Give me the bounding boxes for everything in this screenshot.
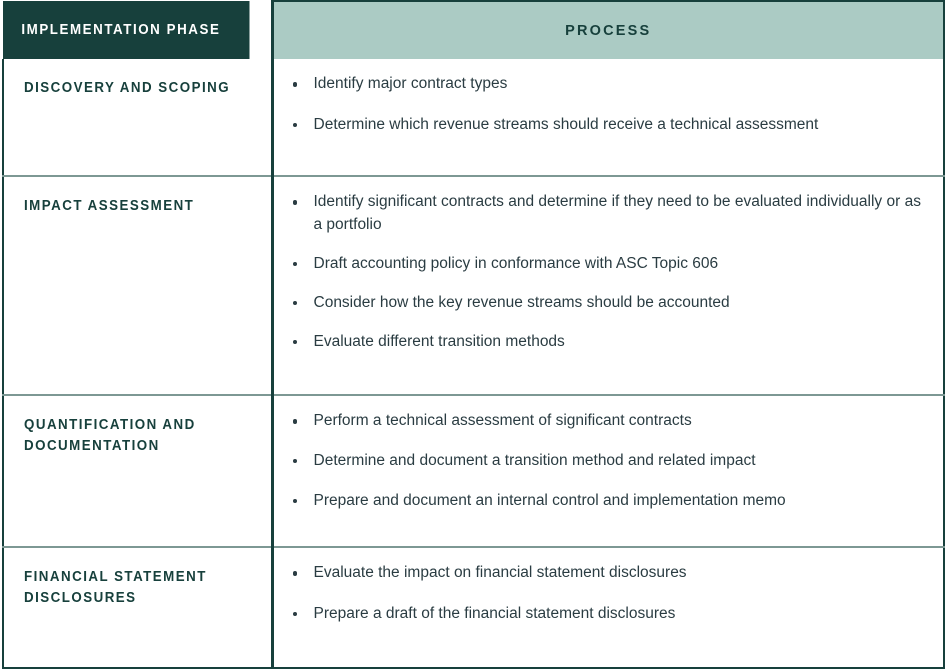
list-item-text: Prepare a draft of the financial stateme… [313, 604, 676, 622]
phase-label: DISCOVERY AND SCOPING [24, 80, 231, 96]
table-header-row: IMPLEMENTATION PHASE PROCESS [3, 0, 945, 59]
list-item: Draft accounting policy in conformance w… [288, 253, 926, 276]
phase-label: FINANCIAL STATEMENT DISCLOSURES [24, 569, 207, 607]
list-item-text: Determine and document a transition meth… [313, 451, 756, 469]
list-item: Determine which revenue streams should r… [288, 114, 926, 137]
table-row: QUANTIFICATION AND DOCUMENTATION Perform… [2, 395, 945, 548]
column-header-implementation-phase: IMPLEMENTATION PHASE [3, 1, 251, 59]
phase-label: QUANTIFICATION AND DOCUMENTATION [24, 417, 196, 455]
process-cell: Identify significant contracts and deter… [270, 176, 945, 396]
list-item: Consider how the key revenue streams sho… [288, 292, 926, 315]
process-bullet-list: Evaluate the impact on financial stateme… [288, 562, 926, 626]
list-item-text: Evaluate different transition methods [313, 332, 565, 350]
bullet-icon [292, 300, 297, 306]
list-item-text: Determine which revenue streams should r… [313, 115, 819, 133]
bullet-icon [292, 571, 297, 576]
process-cell: Perform a technical assessment of signif… [270, 395, 945, 548]
process-cell: Identify major contract types Determine … [270, 59, 945, 177]
bullet-icon [292, 611, 297, 617]
phase-cell: QUANTIFICATION AND DOCUMENTATION [2, 395, 272, 548]
table-header: IMPLEMENTATION PHASE PROCESS [3, 0, 945, 59]
bullet-icon [292, 458, 297, 464]
process-bullet-list: Perform a technical assessment of signif… [288, 410, 926, 513]
bullet-icon [292, 200, 297, 205]
list-item-text: Identify major contract types [313, 75, 508, 92]
list-item: Identify significant contracts and deter… [288, 191, 926, 237]
bullet-icon [292, 122, 297, 128]
phase-cell: IMPACT ASSESSMENT [2, 176, 272, 396]
process-cell: Evaluate the impact on financial stateme… [270, 547, 945, 669]
table-body: DISCOVERY AND SCOPING Identify major con… [2, 59, 945, 669]
list-item: Evaluate different transition methods [288, 331, 926, 354]
bullet-icon [292, 419, 297, 424]
phase-cell: FINANCIAL STATEMENT DISCLOSURES [2, 547, 272, 669]
phase-label: IMPACT ASSESSMENT [24, 198, 195, 214]
list-item: Prepare and document an internal control… [288, 490, 926, 513]
list-item-text: Evaluate the impact on financial stateme… [313, 564, 687, 581]
bullet-icon [292, 82, 297, 87]
process-bullet-list: Identify significant contracts and deter… [288, 191, 926, 354]
phase-cell: DISCOVERY AND SCOPING [2, 59, 272, 177]
list-item: Evaluate the impact on financial stateme… [288, 562, 926, 585]
list-item: Prepare a draft of the financial stateme… [288, 603, 926, 626]
list-item: Perform a technical assessment of signif… [288, 410, 926, 433]
process-bullet-list: Identify major contract types Determine … [288, 73, 926, 137]
column-header-process: PROCESS [270, 0, 945, 59]
list-item-text: Draft accounting policy in conformance w… [313, 254, 719, 272]
table-row: FINANCIAL STATEMENT DISCLOSURES Evaluate… [2, 547, 945, 669]
list-item: Determine and document a transition meth… [288, 450, 926, 473]
list-item-text: Consider how the key revenue streams sho… [313, 293, 730, 311]
list-item-text: Prepare and document an internal control… [313, 491, 786, 509]
list-item-text: Perform a technical assessment of signif… [313, 412, 692, 429]
table-row: DISCOVERY AND SCOPING Identify major con… [2, 59, 945, 177]
bullet-icon [292, 261, 297, 267]
bullet-icon [292, 498, 297, 504]
table-row: IMPACT ASSESSMENT Identify significant c… [2, 176, 945, 396]
list-item: Identify major contract types [288, 73, 926, 96]
bullet-icon [292, 339, 297, 345]
list-item-text: Identify significant contracts and deter… [313, 193, 921, 233]
